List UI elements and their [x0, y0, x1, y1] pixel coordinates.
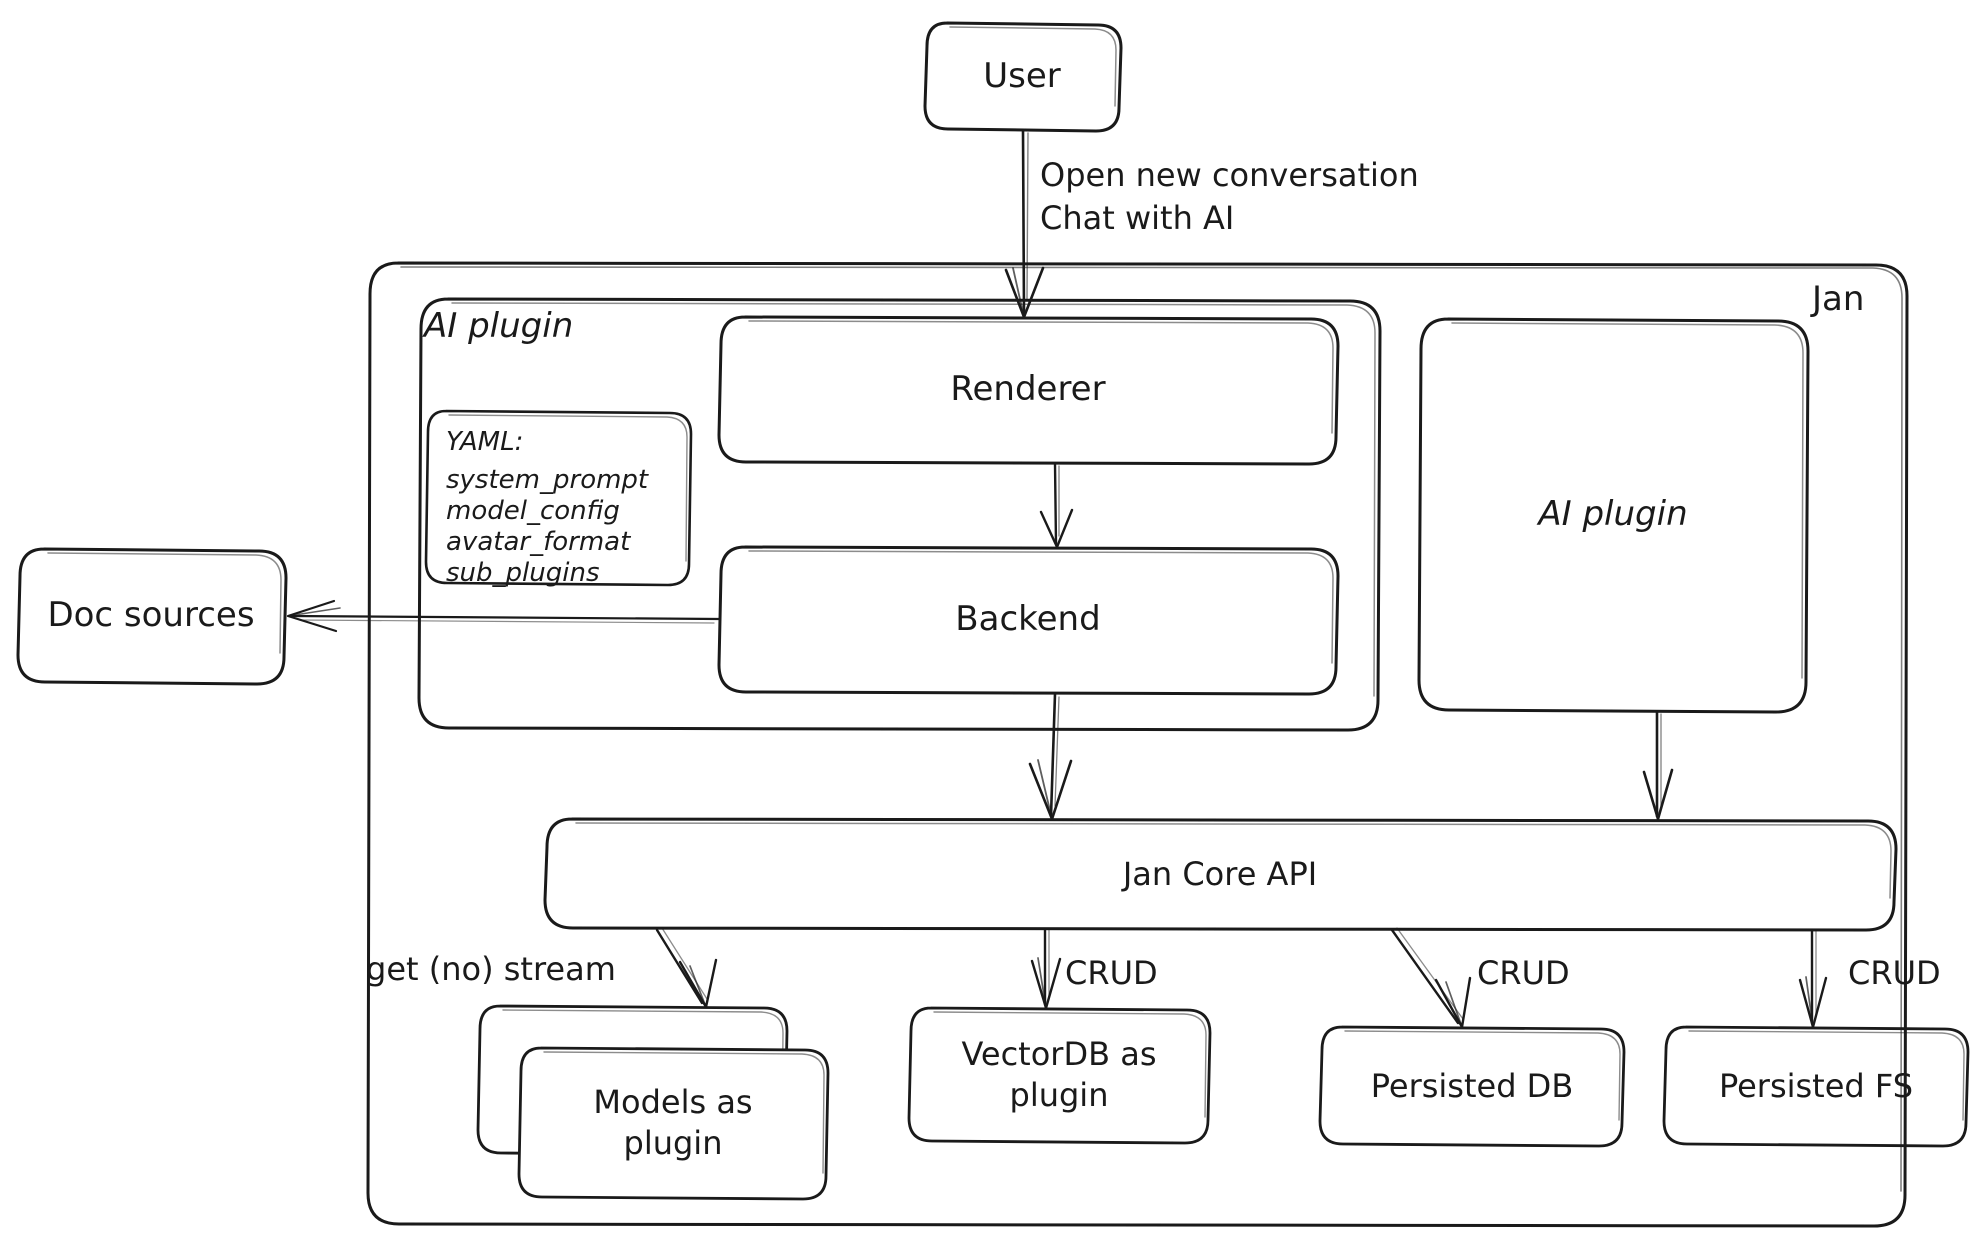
container-jan: [366, 261, 1909, 1228]
node-models-plugin[interactable]: [517, 1046, 830, 1201]
node-persisted-db[interactable]: [1318, 1025, 1626, 1148]
edge-core-to-vectordb: [1030, 928, 1062, 1010]
edge-label-user-to-renderer: Open new conversation Chat with AI: [1040, 156, 1419, 238]
yaml-key-sub-plugins: sub_plugins: [446, 558, 600, 588]
node-doc-sources[interactable]: [16, 547, 288, 686]
node-yaml-card: [424, 409, 693, 587]
node-renderer[interactable]: [717, 315, 1340, 466]
container-label-ai-plugin-group: AI plugin: [424, 306, 574, 346]
edge-label-crud-persisted-fs: CRUD: [1848, 954, 1941, 992]
node-user[interactable]: [923, 21, 1123, 133]
yaml-key-model-config: model_config: [446, 496, 620, 526]
node-jan-core-api[interactable]: [543, 817, 1898, 932]
container-ai-plugin-group: [417, 297, 1382, 732]
node-persisted-fs[interactable]: [1662, 1025, 1970, 1148]
yaml-header: YAML:: [446, 427, 524, 457]
node-backend[interactable]: [717, 545, 1340, 696]
edge-renderer-to-backend: [1039, 462, 1074, 549]
container-label-jan: Jan: [1812, 279, 1865, 319]
node-vectordb-plugin[interactable]: [907, 1006, 1212, 1145]
edge-core-to-persisted-fs: [1798, 928, 1828, 1029]
edge-backend-to-doc-sources: [286, 599, 721, 633]
edge-user-to-renderer: [1004, 129, 1045, 319]
edge-core-to-models: [655, 927, 718, 1009]
yaml-key-system-prompt: system_prompt: [446, 465, 649, 495]
edge-backend-to-core: [1028, 692, 1073, 821]
node-ai-plugin-right[interactable]: [1417, 317, 1810, 714]
edge-label-crud-vectordb: CRUD: [1065, 954, 1158, 992]
edge-aiplugin-to-core: [1642, 710, 1674, 821]
edge-label-crud-persisted-db: CRUD: [1477, 954, 1570, 992]
yaml-key-avatar-format: avatar_format: [446, 527, 631, 557]
edge-label-get-no-stream: get (no) stream: [366, 950, 616, 988]
edge-core-to-persisted-db: [1390, 927, 1472, 1029]
